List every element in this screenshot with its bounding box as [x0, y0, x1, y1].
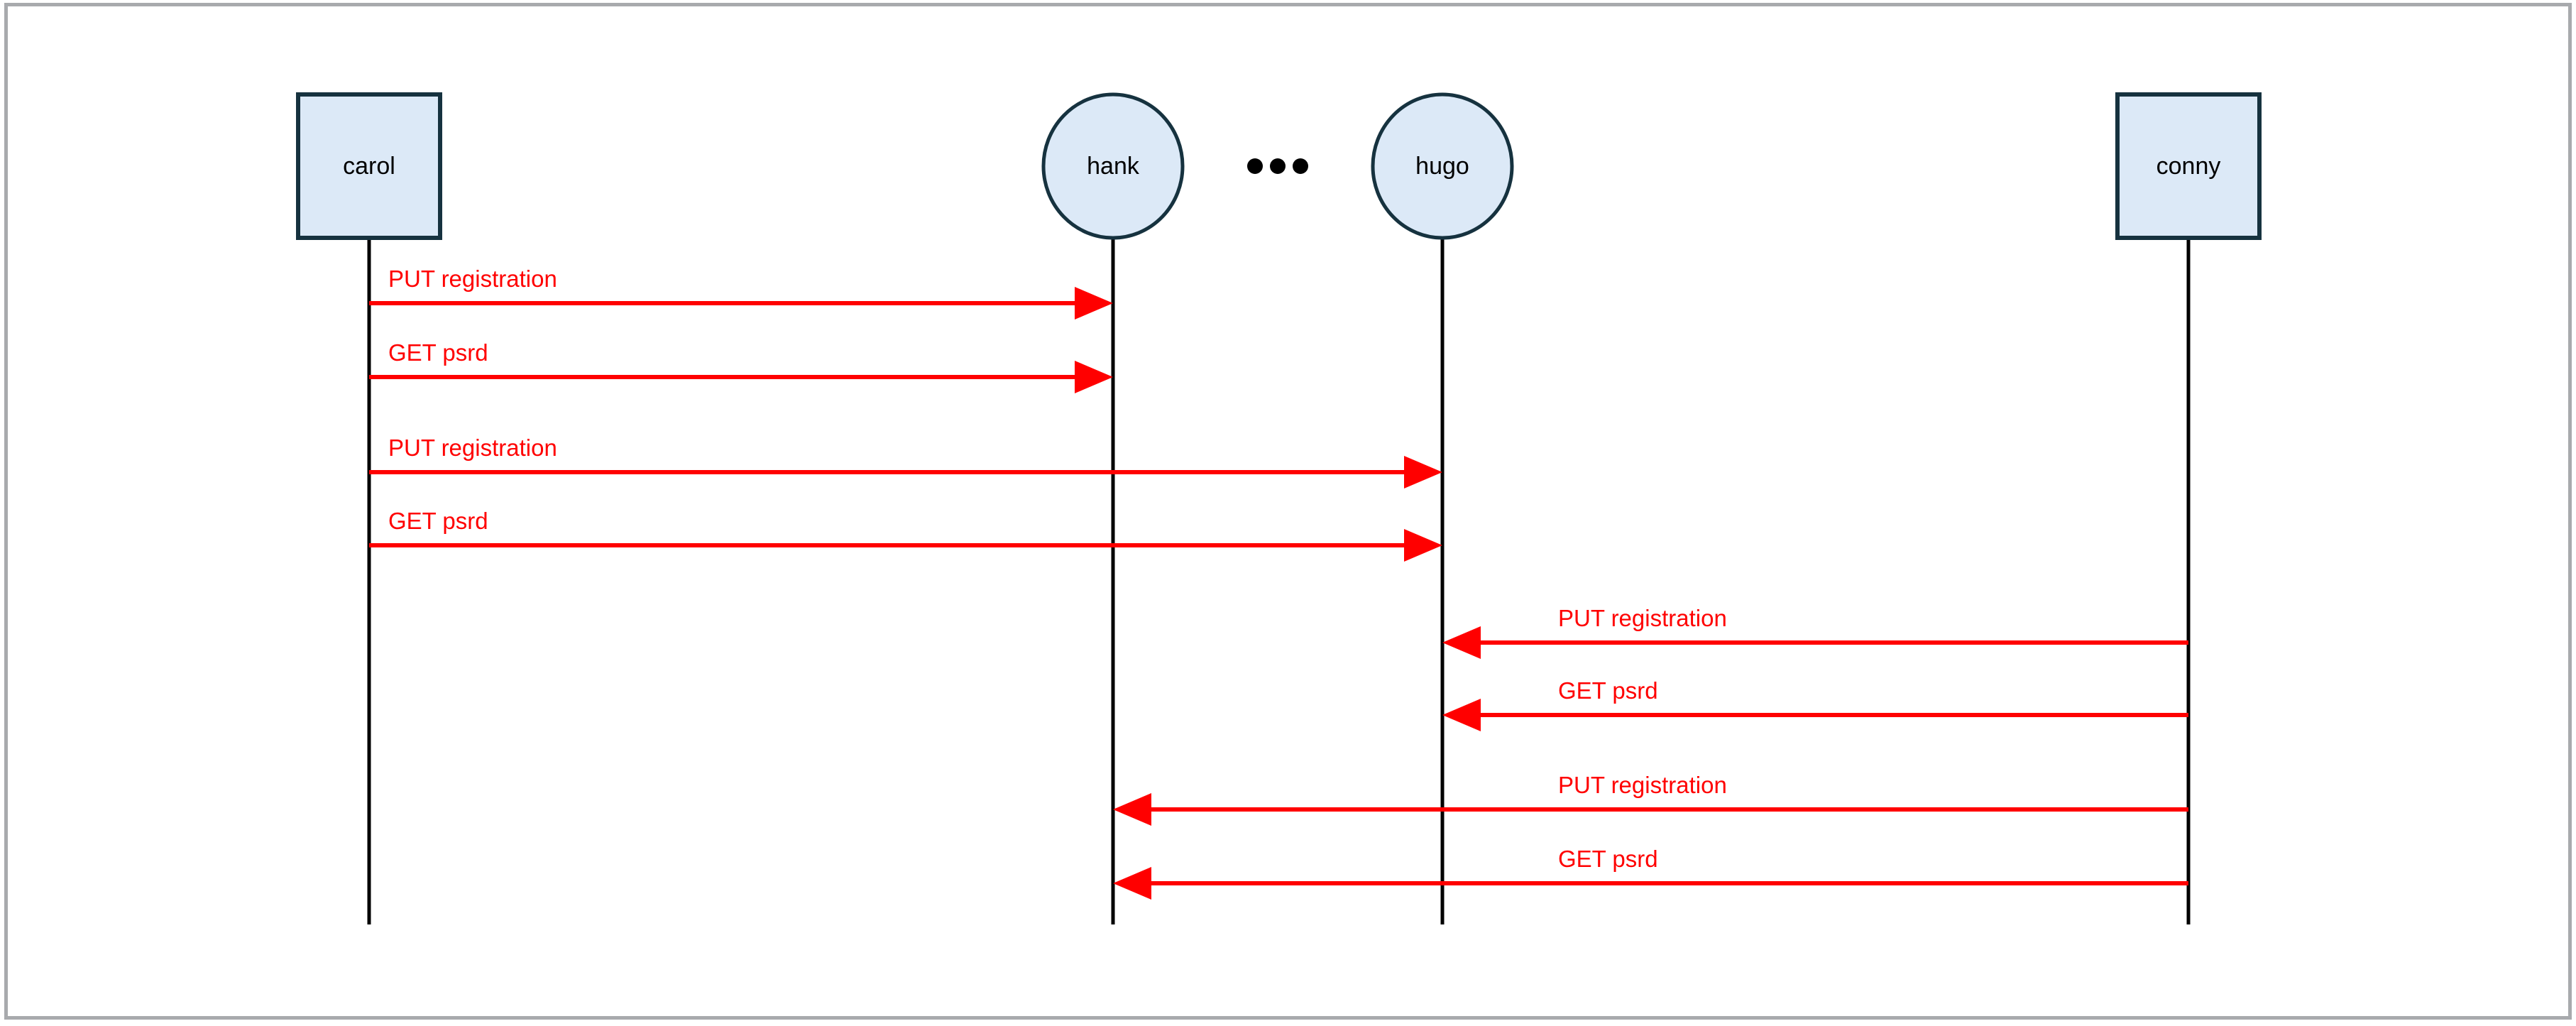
message-5-arrowhead-left: [1442, 626, 1481, 659]
actor-hank-label: hank: [1087, 153, 1140, 180]
lifelines-group: [367, 238, 2191, 924]
message-3-arrowhead-right: [1404, 456, 1442, 489]
ellipsis-dot-1: [1247, 158, 1263, 174]
actor-hugo-label: hugo: [1415, 153, 1469, 180]
message-7-label: PUT registration: [1558, 772, 1727, 798]
actor-conny-box[interactable]: [2115, 92, 2262, 240]
message-5[interactable]: PUT registration: [1442, 605, 2188, 659]
message-5-label: PUT registration: [1558, 605, 1727, 631]
messages-group: PUT registration GET psrd PUT registrati…: [369, 266, 2188, 900]
actor-carol-label: carol: [343, 153, 395, 180]
omitted-actors-ellipsis: [1247, 158, 1308, 174]
message-6[interactable]: GET psrd: [1442, 677, 2188, 731]
actor-hugo-circle[interactable]: [1371, 92, 1514, 240]
ellipsis-dot-2: [1270, 158, 1286, 174]
message-1-label: PUT registration: [388, 266, 557, 292]
actor-conny-label: conny: [2156, 153, 2221, 180]
message-2[interactable]: GET psrd: [369, 339, 1113, 393]
message-2-arrowhead-right: [1075, 361, 1113, 393]
actor-carol[interactable]: carol: [296, 92, 442, 240]
actor-hank-circle[interactable]: [1041, 92, 1185, 240]
message-1-arrowhead-right: [1075, 287, 1113, 320]
actor-carol-box[interactable]: [296, 92, 442, 240]
ellipsis-dot-3: [1293, 158, 1308, 174]
message-7[interactable]: PUT registration: [1113, 772, 2188, 826]
message-1[interactable]: PUT registration: [369, 266, 1113, 320]
actor-conny[interactable]: conny: [2115, 92, 2262, 240]
message-4[interactable]: GET psrd: [369, 508, 1442, 562]
actor-hugo[interactable]: hugo: [1371, 92, 1514, 240]
message-4-label: GET psrd: [388, 508, 488, 534]
message-2-label: GET psrd: [388, 339, 488, 366]
message-6-arrowhead-left: [1442, 699, 1481, 731]
message-4-arrowhead-right: [1404, 529, 1442, 562]
message-8-label: GET psrd: [1558, 846, 1658, 872]
message-3-label: PUT registration: [388, 435, 557, 461]
message-8[interactable]: GET psrd: [1113, 846, 2188, 900]
message-6-label: GET psrd: [1558, 677, 1658, 704]
message-3[interactable]: PUT registration: [369, 435, 1442, 489]
message-7-arrowhead-left: [1113, 793, 1151, 826]
actor-hank[interactable]: hank: [1041, 92, 1185, 240]
message-8-arrowhead-left: [1113, 867, 1151, 900]
